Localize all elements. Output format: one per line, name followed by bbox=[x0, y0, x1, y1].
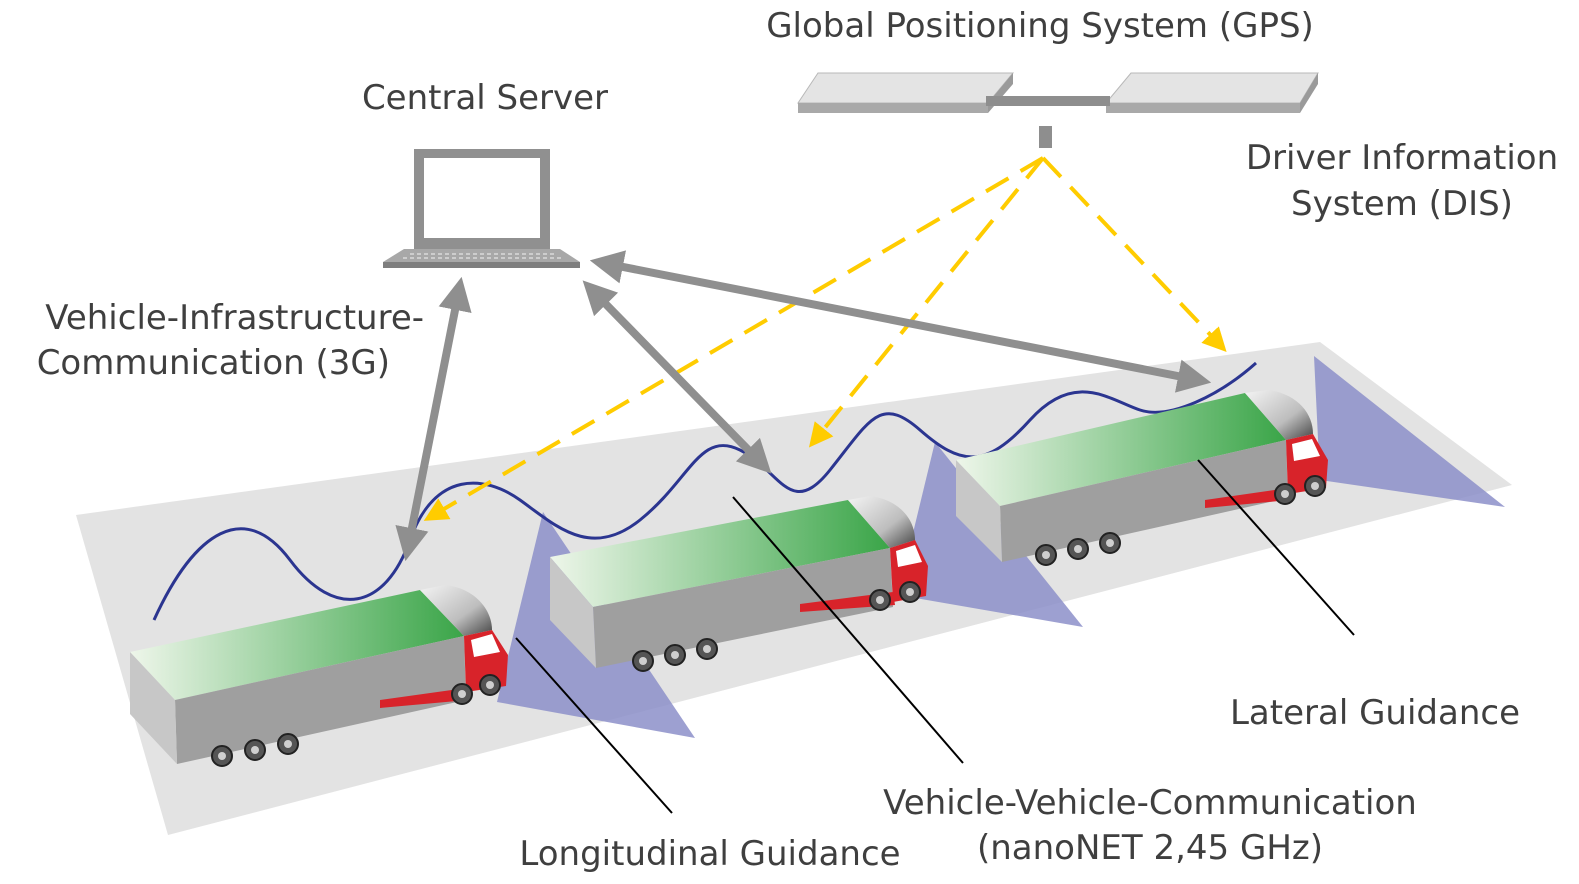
v2v-label-line2: (nanoNET 2,45 GHz) bbox=[976, 828, 1324, 868]
longitudinal-guidance-label: Longitudinal Guidance bbox=[519, 834, 901, 874]
truck-icon bbox=[130, 585, 508, 767]
dis-label-line1: Driver Information bbox=[1245, 138, 1559, 178]
satellite-icon bbox=[797, 72, 1319, 148]
lateral-guidance-label: Lateral Guidance bbox=[1229, 693, 1520, 733]
truck-icon bbox=[550, 496, 928, 672]
v2i-label-line1: Vehicle-Infrastructure- bbox=[45, 298, 424, 338]
v2i-label-line2: Communication (3G) bbox=[36, 343, 390, 383]
gps-label: Global Positioning System (GPS) bbox=[766, 6, 1314, 46]
central-server-label: Central Server bbox=[361, 78, 609, 118]
laptop-icon bbox=[383, 149, 580, 268]
dis-label-line2: System (DIS) bbox=[1291, 184, 1513, 224]
sensor-cone-3 bbox=[1314, 356, 1505, 507]
truck-icon bbox=[956, 390, 1328, 566]
comm-arrows bbox=[395, 250, 1212, 562]
v2v-label-line1: Vehicle-Vehicle-Communication bbox=[883, 783, 1417, 823]
leader-lines bbox=[515, 459, 1355, 814]
